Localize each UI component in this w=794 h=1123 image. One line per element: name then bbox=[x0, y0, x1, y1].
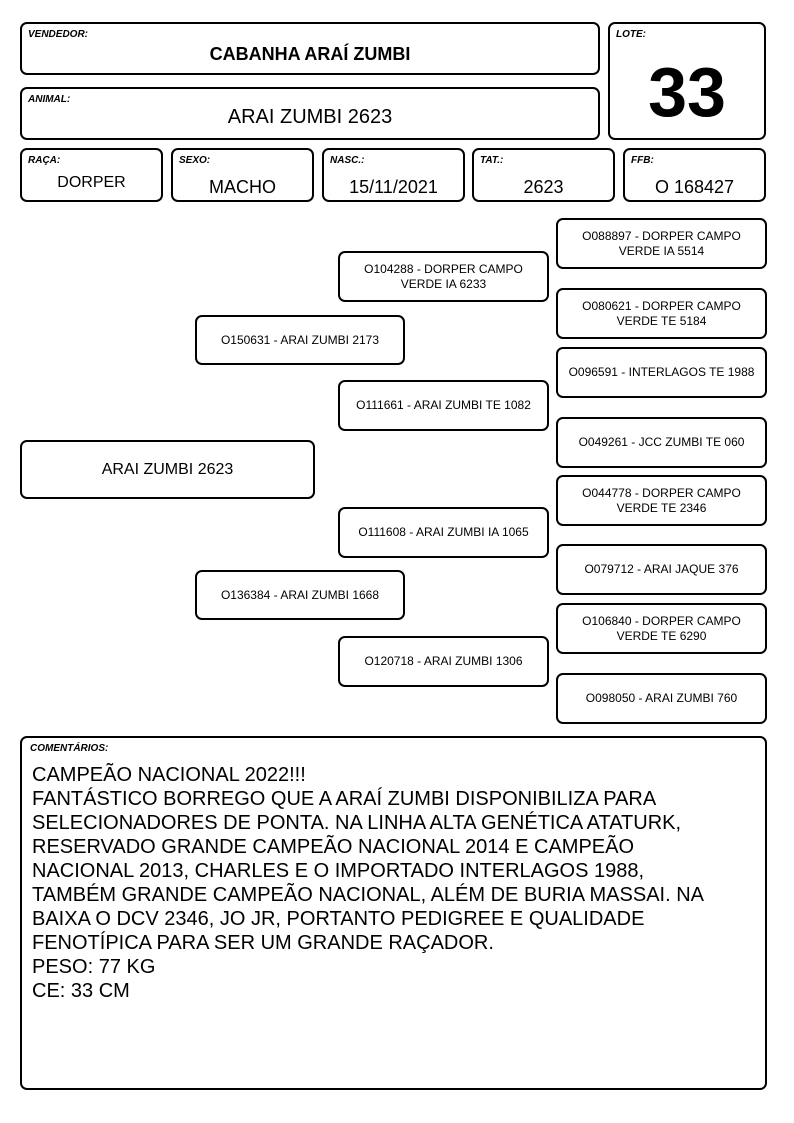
ffb-box: FFB: O 168427 bbox=[623, 148, 766, 202]
animal-label: ANIMAL: bbox=[28, 94, 71, 105]
comments-text: CAMPEÃO NACIONAL 2022!!! FANTÁSTICO BORR… bbox=[32, 763, 755, 1003]
comment-line: FENOTÍPICA PARA SER UM GRANDE RAÇADOR. bbox=[32, 932, 494, 954]
sexo-value: MACHO bbox=[209, 177, 276, 197]
nasc-box: NASC.: 15/11/2021 bbox=[322, 148, 465, 202]
raca-label: RAÇA: bbox=[28, 155, 61, 166]
pedigree-ggp-7: O106840 - DORPER CAMPO VERDE TE 6290 bbox=[556, 603, 767, 654]
sexo-label: SEXO: bbox=[179, 155, 211, 166]
vendedor-label: VENDEDOR: bbox=[28, 29, 89, 40]
pedigree-dam: O136384 - ARAI ZUMBI 1668 bbox=[195, 570, 405, 620]
ffb-value: O 168427 bbox=[654, 177, 735, 197]
sexo-box: SEXO: MACHO bbox=[171, 148, 314, 202]
pedigree-ggp-3: O096591 - INTERLAGOS TE 1988 bbox=[556, 347, 767, 398]
pedigree-ggp-6: O079712 - ARAI JAQUE 376 bbox=[556, 544, 767, 595]
raca-box: RAÇA: DORPER bbox=[20, 148, 163, 202]
comment-line: CE: 33 CM bbox=[32, 980, 130, 1002]
pedigree-dam-sire: O111608 - ARAI ZUMBI IA 1065 bbox=[338, 507, 549, 558]
pedigree-dam-dam: O120718 - ARAI ZUMBI 1306 bbox=[338, 636, 549, 687]
nasc-label: NASC.: bbox=[330, 155, 365, 166]
pedigree-ggp-8: O098050 - ARAI ZUMBI 760 bbox=[556, 673, 767, 724]
comment-line: TAMBÉM GRANDE CAMPEÃO NACIONAL, ALÉM DE … bbox=[32, 884, 704, 906]
tat-box: TAT.: 2623 bbox=[472, 148, 615, 202]
comment-line: SELECIONADORES DE PONTA. NA LINHA ALTA G… bbox=[32, 812, 682, 834]
animal-value: ARAI ZUMBI 2623 bbox=[227, 106, 393, 128]
pedigree-sire-dam: O111661 - ARAI ZUMBI TE 1082 bbox=[338, 380, 549, 431]
comment-line: BAIXA O DCV 2346, JO JR, PORTANTO PEDIGR… bbox=[32, 908, 645, 930]
vendedor-box: VENDEDOR: CABANHA ARAÍ ZUMBI bbox=[20, 22, 600, 75]
pedigree-ggp-2: O080621 - DORPER CAMPO VERDE TE 5184 bbox=[556, 288, 767, 339]
comment-line: PESO: 77 KG bbox=[32, 956, 156, 978]
ffb-label: FFB: bbox=[631, 155, 654, 166]
comments-label: COMENTÁRIOS: bbox=[30, 743, 109, 754]
vendedor-value: CABANHA ARAÍ ZUMBI bbox=[209, 44, 411, 64]
lote-value: 33 bbox=[648, 53, 726, 131]
lote-box: LOTE: 33 bbox=[608, 22, 766, 140]
pedigree-ggp-5: O044778 - DORPER CAMPO VERDE TE 2346 bbox=[556, 475, 767, 526]
pedigree-sire: O150631 - ARAI ZUMBI 2173 bbox=[195, 315, 405, 365]
comment-line: FANTÁSTICO BORREGO QUE A ARAÍ ZUMBI DISP… bbox=[32, 788, 657, 810]
pedigree-animal: ARAI ZUMBI 2623 bbox=[20, 440, 315, 499]
tat-value: 2623 bbox=[523, 177, 564, 197]
tat-label: TAT.: bbox=[480, 155, 504, 166]
pedigree-sire-sire: O104288 - DORPER CAMPO VERDE IA 6233 bbox=[338, 251, 549, 302]
pedigree-ggp-4: O049261 - JCC ZUMBI TE 060 bbox=[556, 417, 767, 468]
comment-line: RESERVADO GRANDE CAMPEÃO NACIONAL 2014 E… bbox=[32, 836, 635, 858]
lote-label: LOTE: bbox=[616, 29, 646, 40]
animal-box: ANIMAL: ARAI ZUMBI 2623 bbox=[20, 87, 600, 140]
comment-line: NACIONAL 2013, CHARLES E O IMPORTADO INT… bbox=[32, 860, 645, 882]
pedigree-ggp-1: O088897 - DORPER CAMPO VERDE IA 5514 bbox=[556, 218, 767, 269]
comments-box: COMENTÁRIOS: CAMPEÃO NACIONAL 2022!!! FA… bbox=[20, 736, 767, 1090]
comment-line: CAMPEÃO NACIONAL 2022!!! bbox=[32, 764, 306, 786]
raca-value: DORPER bbox=[57, 174, 126, 191]
nasc-value: 15/11/2021 bbox=[349, 177, 438, 197]
